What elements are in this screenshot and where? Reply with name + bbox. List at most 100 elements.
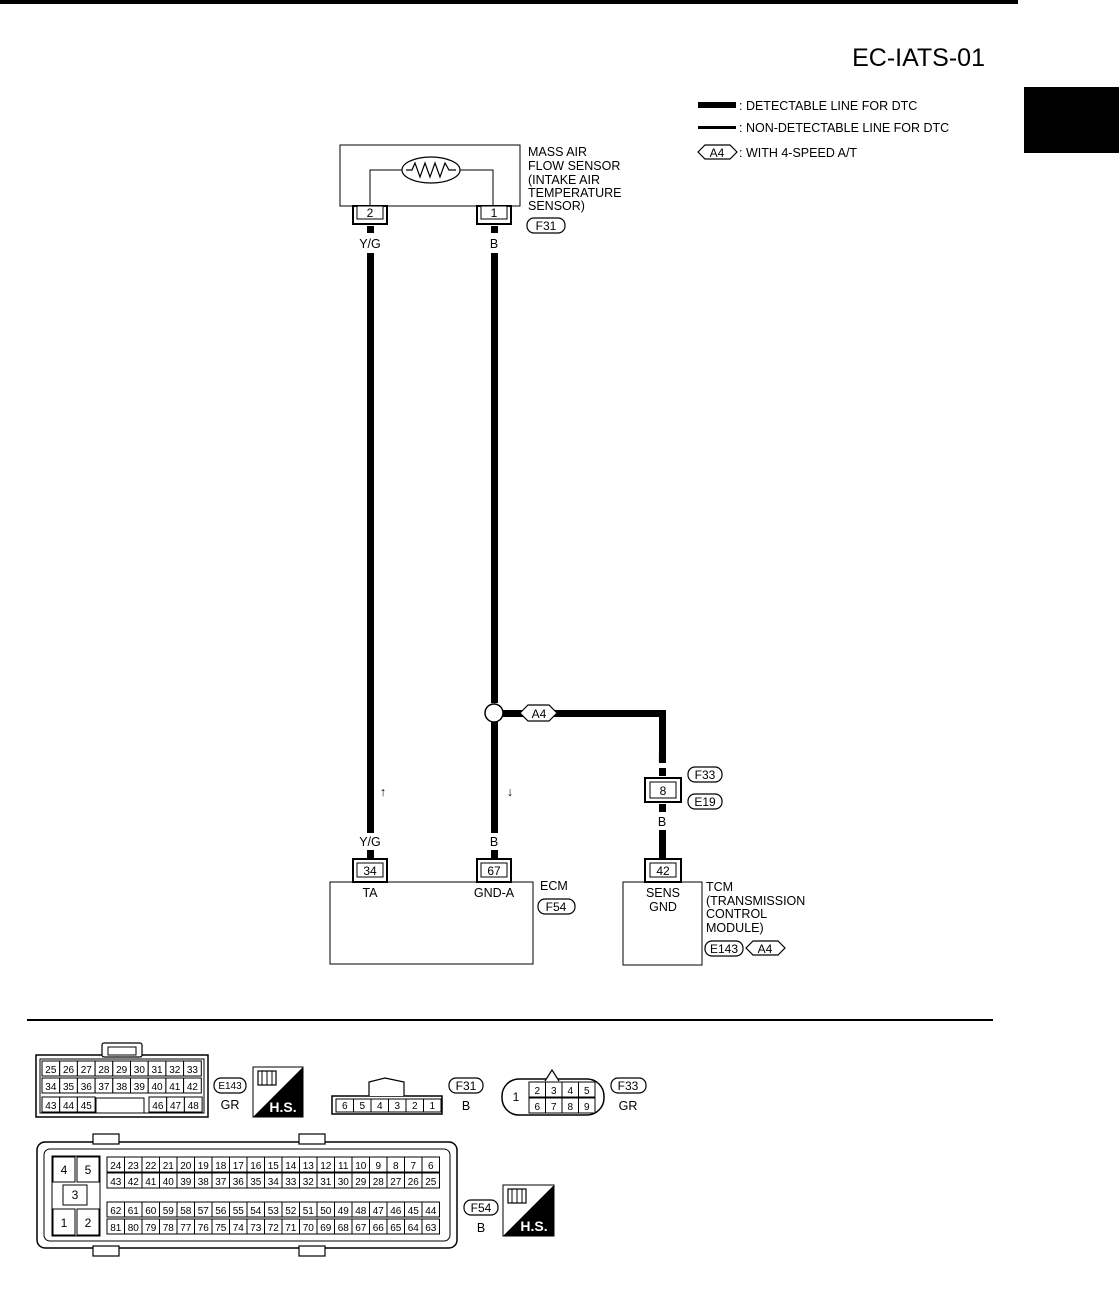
junction-tag-top: [687, 766, 723, 783]
pin-number: 32: [303, 1177, 315, 1188]
cavity: [421, 1172, 440, 1189]
pin-number: 25: [45, 1065, 57, 1076]
junction-connector-top: F33: [695, 768, 716, 782]
pin-number: 36: [81, 1082, 93, 1093]
f31-tag: [448, 1077, 484, 1094]
tcm-label-2: GND: [649, 900, 677, 914]
pin-number: 42: [187, 1082, 199, 1093]
pin-number: 73: [250, 1223, 262, 1234]
signal-arrow-down: ↓: [507, 785, 513, 799]
signal-arrow-up: ↑: [380, 785, 386, 799]
pin-number: 34: [45, 1082, 57, 1093]
pin-number: 80: [128, 1223, 140, 1234]
pin-number: 51: [303, 1206, 315, 1217]
ecm-pin-67: 67: [487, 864, 501, 878]
section-divider: [27, 1019, 993, 1021]
f54-id: F54: [471, 1201, 492, 1215]
pin-number: 26: [63, 1065, 75, 1076]
page-code: EC-IATS-01: [852, 44, 985, 72]
pin-number: 9: [584, 1102, 590, 1113]
cavity: [421, 1218, 440, 1235]
section-tab: [1024, 87, 1119, 153]
tcm-connector-id: E143: [710, 942, 738, 956]
tcm-label-1: SENS: [646, 886, 680, 900]
pin-number: 81: [110, 1223, 122, 1234]
cavity: [421, 1156, 440, 1173]
wire-tcm-color-bottom: B: [658, 815, 666, 829]
pin-number: 59: [163, 1206, 175, 1217]
f31-color: B: [462, 1099, 470, 1113]
pin-number: 5: [584, 1086, 590, 1097]
pin-number: 45: [81, 1101, 93, 1112]
pin-number: 25: [425, 1177, 437, 1188]
pin-number: 53: [268, 1206, 280, 1217]
pin-number: 26: [408, 1177, 420, 1188]
pin-number: 68: [338, 1223, 350, 1234]
pin-number: 76: [198, 1223, 210, 1234]
pin-number: 35: [63, 1082, 75, 1093]
ecm-name: ECM: [540, 879, 568, 893]
cavity: [183, 1096, 203, 1113]
cavity: [578, 1081, 596, 1098]
pin-number: 14: [285, 1161, 297, 1172]
pin-number: 9: [375, 1161, 381, 1172]
branch-a4-text: A4: [532, 707, 547, 721]
pin-number: 43: [110, 1177, 122, 1188]
pin-number: 79: [145, 1223, 157, 1234]
pin-number: 67: [355, 1223, 367, 1234]
wire-right-color-top: B: [490, 237, 498, 251]
maf-pin-1: 1: [491, 206, 498, 220]
pin-number: 33: [187, 1065, 199, 1076]
pin-number: 52: [285, 1206, 297, 1217]
pin-number: 30: [134, 1065, 146, 1076]
branch-a4-tag: [519, 704, 558, 722]
pin-number: 2: [534, 1086, 540, 1097]
pin-number: 42: [128, 1177, 140, 1188]
cavity: [423, 1098, 442, 1113]
junction-connector: 8 F33 E19: [644, 766, 723, 810]
pin-number: 56: [215, 1206, 227, 1217]
pin-number: 2: [412, 1101, 418, 1112]
pin-number: 40: [163, 1177, 175, 1188]
wire-gnd-lower: [491, 722, 498, 833]
wire-tcm-color-top: B: [658, 751, 666, 765]
pin-number: 69: [320, 1223, 332, 1234]
pin-number: 8: [393, 1161, 399, 1172]
pin-number: 77: [180, 1223, 192, 1234]
wire-right-color-bottom: B: [490, 835, 498, 849]
maf-name-4: TEMPERATURE: [528, 186, 622, 200]
pin-number: 33: [285, 1177, 297, 1188]
wire-left-color-top: Y/G: [359, 237, 381, 251]
f54-tag: [463, 1199, 499, 1216]
pin-number: 46: [152, 1101, 164, 1112]
pin-number: 10: [355, 1161, 367, 1172]
ecm-label-gnd: GND-A: [474, 886, 515, 900]
maf-pin-2: 2: [367, 206, 374, 220]
pin-number: 50: [320, 1206, 332, 1217]
legend-nondetectable-swatch: [698, 126, 736, 129]
pin-number: 74: [233, 1223, 245, 1234]
maf-connector-tag: [526, 217, 566, 234]
pin-number: 37: [98, 1082, 110, 1093]
cavity: [183, 1077, 202, 1094]
e143-hs-text: H.S.: [269, 1099, 296, 1115]
pin-number: 22: [145, 1161, 157, 1172]
pin-number: 39: [134, 1082, 146, 1093]
pin-number: 70: [303, 1223, 315, 1234]
wire-branch: [503, 710, 666, 717]
pin-number: 34: [268, 1177, 280, 1188]
pin-number: 28: [373, 1177, 385, 1188]
junction-tag-bottom: [687, 793, 723, 810]
cavity: [76, 1096, 96, 1113]
pin-number: 62: [110, 1206, 122, 1217]
pin-number: 36: [233, 1177, 245, 1188]
pin-number: 47: [170, 1101, 182, 1112]
f31-id: F31: [456, 1079, 477, 1093]
pin-number: 46: [390, 1206, 402, 1217]
pin-number: 38: [116, 1082, 128, 1093]
legend-detectable-swatch: [698, 102, 736, 108]
pin-number: 44: [63, 1101, 75, 1112]
maf-sensor: MASS AIR FLOW SENSOR (INTAKE AIR TEMPERA…: [339, 144, 622, 234]
pin-number: 4: [377, 1101, 383, 1112]
